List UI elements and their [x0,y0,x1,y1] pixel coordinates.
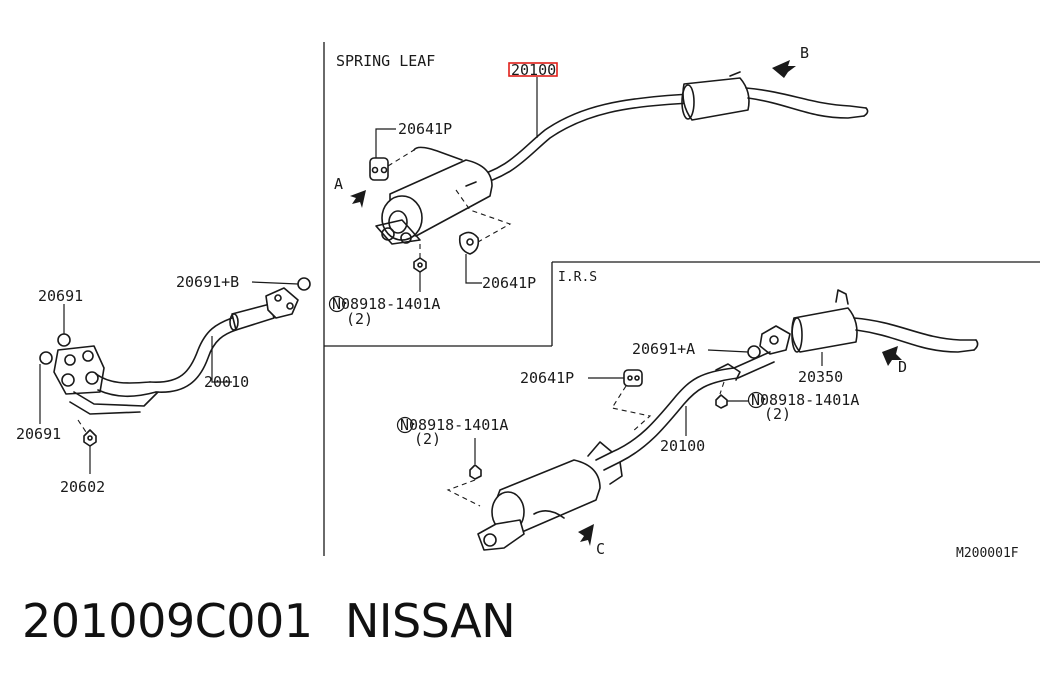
view-a-label: A [334,175,343,193]
nut-label-irs-right[interactable]: N08918-1401A [751,391,859,409]
gasket-20691-top [57,333,71,347]
nut-20602 [83,429,97,447]
part-label-20691-plus-b[interactable]: 20691+B [176,273,239,291]
drawing-code: M200001F [956,546,1019,561]
section-title-irs: I.R.S [558,270,597,285]
center-pipe-irs [477,289,979,551]
nut-upper [413,257,427,273]
rubber-mount-upper [369,157,389,181]
view-b-arrow [772,60,796,78]
section-title-spring-leaf: SPRING LEAF [336,52,435,70]
nut-qty-upper: (2) [346,310,373,328]
rubber-mount-lower [458,231,480,255]
nut-irs-right [715,394,728,409]
nut-symbol-irs-right [747,391,765,409]
part-label-20641p-upper[interactable]: 20641P [398,120,452,138]
part-label-20641p-irs[interactable]: 20641P [520,369,574,387]
part-label-20010[interactable]: 20010 [204,373,249,391]
nut-symbol-irs-left [396,416,414,434]
part-label-20641p-lower[interactable]: 20641P [482,274,536,292]
rubber-mount-irs [623,369,643,387]
gasket-20691-a [747,345,761,359]
nut-symbol-upper [328,295,346,313]
part-label-20691-bottom[interactable]: 20691 [16,425,61,443]
section-frame [323,42,1040,556]
view-d-label: D [898,358,907,376]
center-pipe-spring-leaf [375,71,869,245]
part-label-20691-plus-a[interactable]: 20691+A [632,340,695,358]
view-c-arrow [578,524,594,546]
gasket-20691-bottom [39,351,53,365]
part-label-20350[interactable]: 20350 [798,368,843,386]
nut-label-upper[interactable]: N08918-1401A [332,295,440,313]
gasket-20691-b [297,277,311,291]
nut-label-irs-left[interactable]: N08918-1401A [400,416,508,434]
nut-qty-irs-left: (2) [414,430,441,448]
view-c-label: C [596,540,605,558]
highlight-box [508,62,558,77]
caption-part-number: 201009C001 [22,594,313,648]
nut-irs-left [469,464,482,480]
nut-qty-irs-right: (2) [764,405,791,423]
part-label-20691-top[interactable]: 20691 [38,287,83,305]
part-label-20602[interactable]: 20602 [60,478,105,496]
front-pipe [53,287,299,415]
view-b-label: B [800,44,809,62]
part-label-20100-highlighted[interactable]: 20100 [511,61,556,79]
view-a-arrow [350,190,366,208]
view-d-arrow [882,346,902,366]
caption-brand: NISSAN [345,594,516,648]
part-label-20100-irs[interactable]: 20100 [660,437,705,455]
